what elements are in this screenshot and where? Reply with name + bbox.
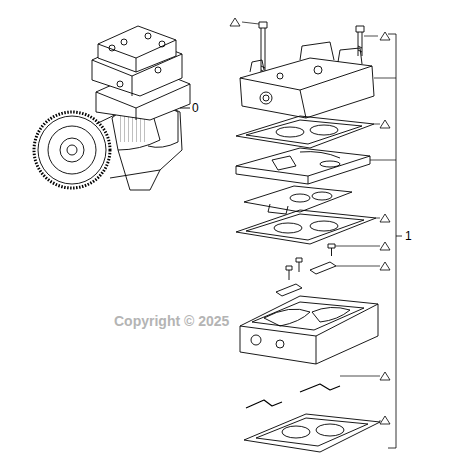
- leader-lines: [242, 22, 396, 422]
- compressor: [34, 26, 190, 190]
- gasket: [236, 116, 374, 148]
- head-body: [240, 296, 378, 364]
- callout-number: 1: [405, 229, 412, 243]
- watermark: Copyright © 2025: [112, 314, 231, 328]
- head-cover: [240, 42, 374, 118]
- triangle-symbols: [230, 18, 390, 424]
- gasket: [244, 414, 380, 452]
- valve-plate: [236, 148, 370, 184]
- clips: [246, 384, 340, 408]
- screws: [276, 244, 336, 296]
- gasket: [236, 210, 376, 244]
- bracket-tick: [396, 236, 402, 237]
- bracket: [388, 34, 396, 448]
- callout-number: 0: [192, 101, 199, 115]
- reed-valve: [244, 186, 352, 214]
